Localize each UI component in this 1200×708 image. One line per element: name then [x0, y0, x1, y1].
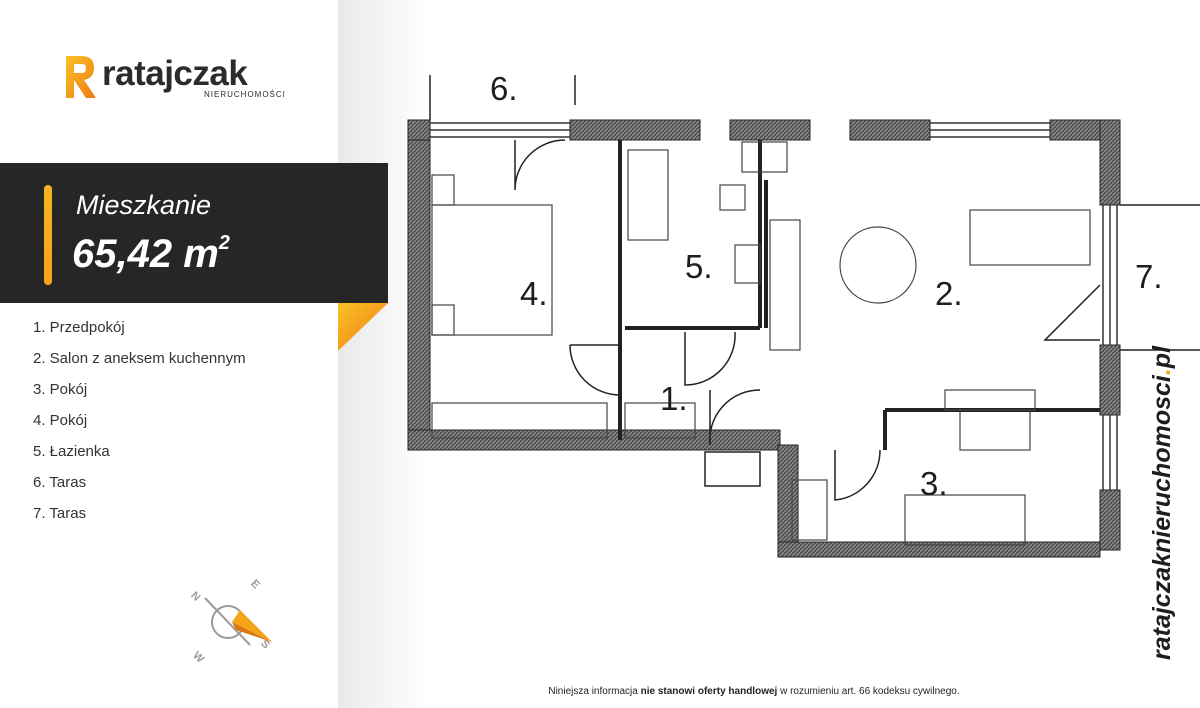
disclaimer-before: Niniejsza informacja: [548, 686, 641, 697]
apartment-type: Mieszkanie: [76, 190, 212, 220]
website-link[interactable]: ratajczaknieruchomosci.pl: [1148, 346, 1177, 660]
compass-e: E: [248, 578, 262, 592]
disclaimer: Niniejsza informacja nie stanowi oferty …: [338, 686, 1170, 697]
left-panel: [0, 0, 338, 708]
website-prefix: ratajczaknieruchomosci: [1148, 375, 1176, 660]
room-list: 1. Przedpokój 2. Salon z aneksem kuchenn…: [33, 318, 246, 535]
accent-bar: [44, 185, 52, 285]
compass-w: W: [190, 650, 206, 666]
plan-furniture: [431, 141, 1091, 546]
plan-label-3: 3.: [920, 465, 948, 502]
compass-icon: N E S W: [188, 578, 272, 666]
plan-terraces: [429, 75, 1200, 351]
list-item: 4. Pokój: [33, 412, 88, 429]
brand-logo: ratajczak NIERUCHOMOŚCI: [62, 52, 292, 106]
plan-label-1: 1.: [660, 380, 688, 417]
disclaimer-after: w rozumieniu art. 66 kodeksu cywilnego.: [777, 686, 960, 697]
list-item: 2. Salon z aneksem kuchennym: [33, 350, 246, 367]
brand-name: ratajczak: [102, 54, 248, 93]
plan-label-2: 2.: [935, 275, 963, 312]
plan-label-6: 6.: [490, 70, 518, 107]
apartment-info-box: [0, 163, 388, 303]
compass-n: N: [188, 590, 202, 604]
plan-label-7: 7.: [1135, 258, 1163, 295]
list-item: 1. Przedpokój: [33, 319, 125, 336]
website-suffix: pl: [1148, 345, 1176, 369]
area-number: 65,42 m: [72, 232, 219, 276]
list-item: 5. Łazienka: [33, 443, 110, 460]
disclaimer-bold: nie stanowi oferty handlowej: [640, 686, 778, 697]
area-exponent: 2: [218, 232, 230, 254]
plan-label-4: 4.: [520, 275, 548, 312]
logo-mark-icon: [66, 56, 96, 98]
list-item: 7. Taras: [33, 505, 87, 522]
plan-doors: [514, 139, 1101, 501]
plan-windows: [430, 122, 1118, 490]
brand-subtitle: NIERUCHOMOŚCI: [204, 90, 286, 99]
corner-triangle-icon: [338, 303, 388, 351]
plan-label-5: 5.: [685, 248, 713, 285]
floor-plan: 6. 5. 4. 2. 7. 1. 3.: [407, 70, 1200, 558]
apartment-area: 65,42 m2: [72, 232, 230, 277]
compass-s: S: [258, 638, 272, 652]
website-dot: .: [1148, 368, 1176, 376]
list-item: 3. Pokój: [33, 381, 88, 398]
list-item: 6. Taras: [33, 474, 87, 491]
